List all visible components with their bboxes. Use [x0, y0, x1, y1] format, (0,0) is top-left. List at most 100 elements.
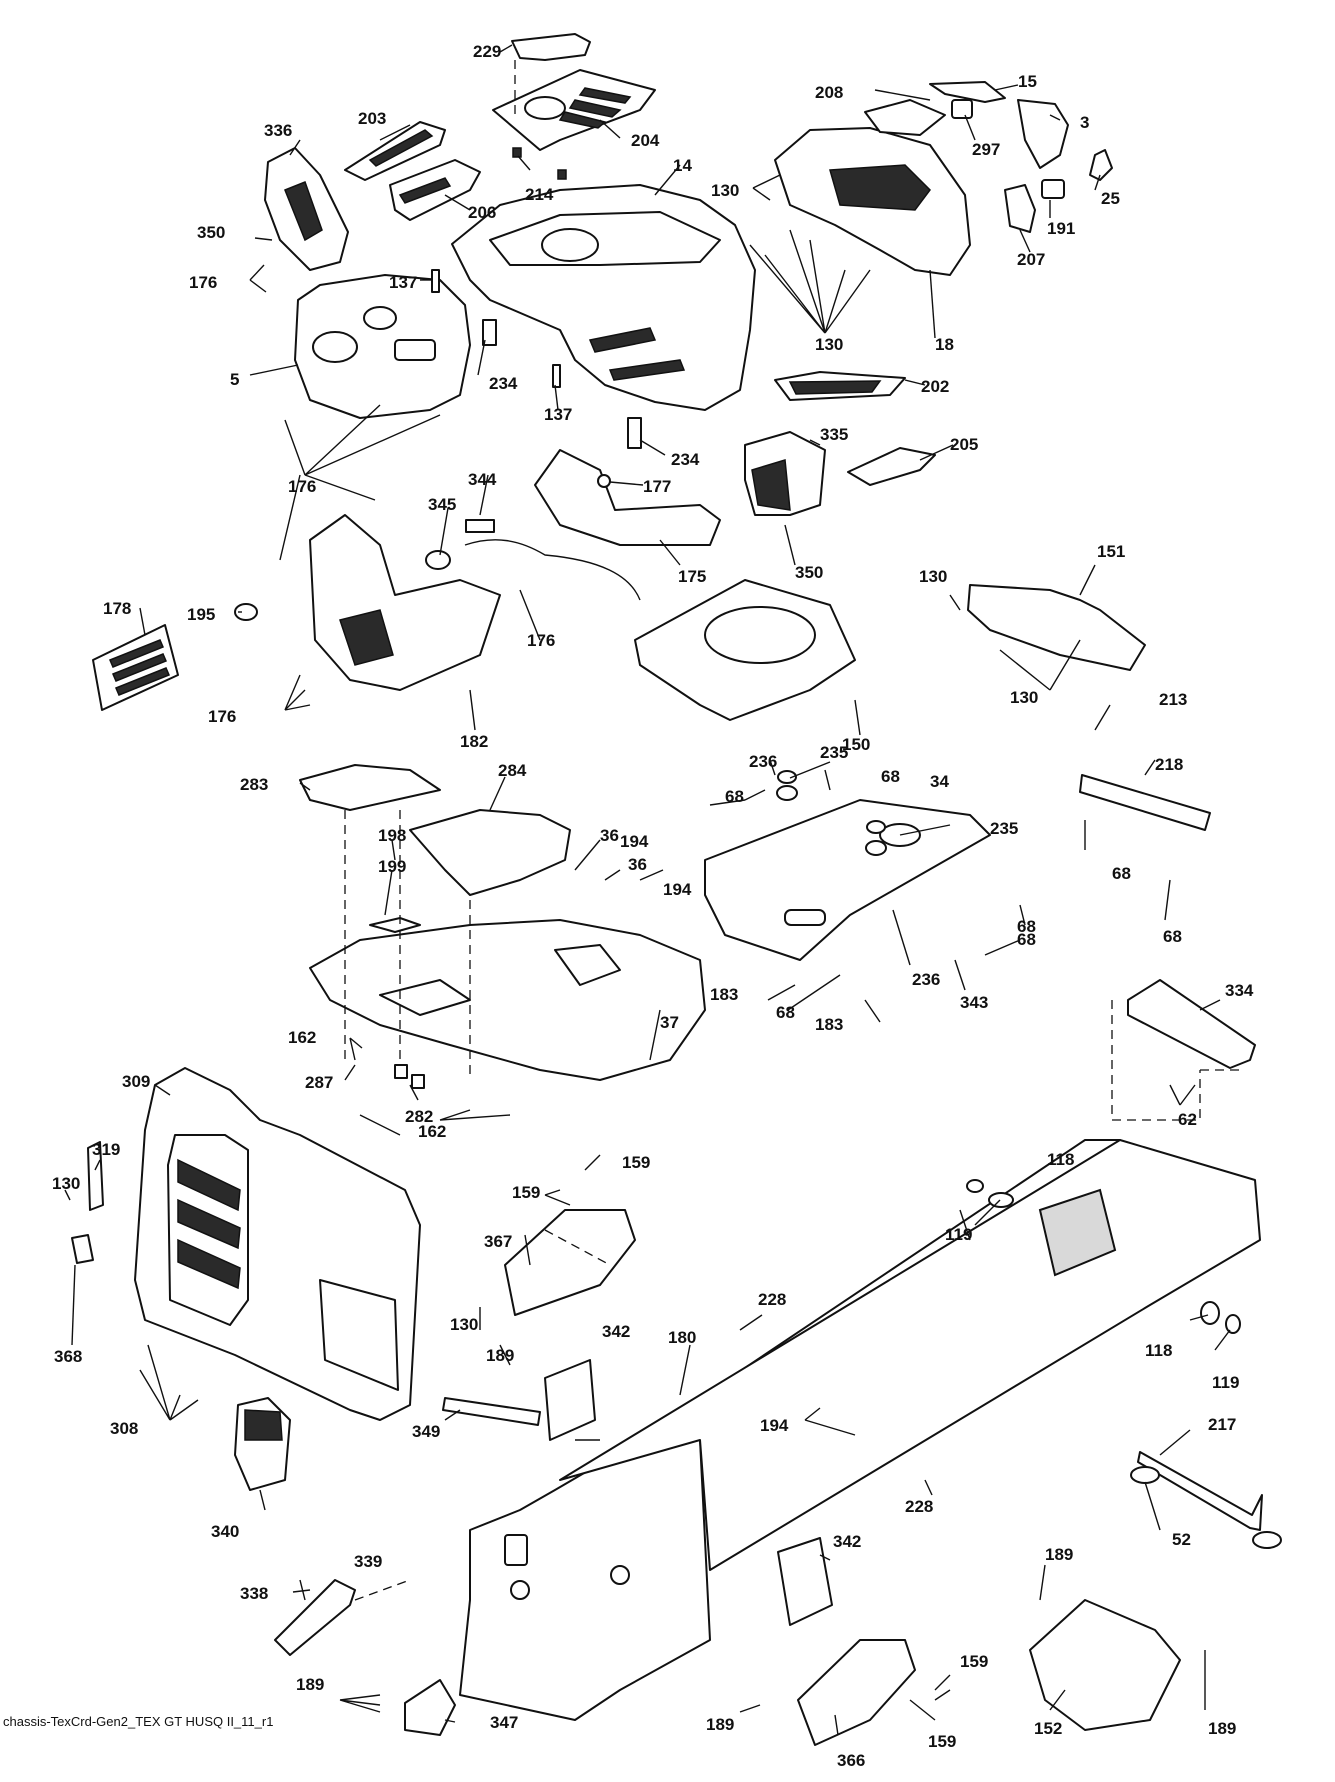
callout-204: 204 — [631, 131, 660, 150]
callouts: 229 204 214 14 336 203 206 350 137 176 5… — [52, 42, 1254, 1770]
part-37-footrest — [309, 919, 706, 1081]
callout-151: 151 — [1097, 542, 1125, 561]
callout-287: 287 — [305, 1073, 333, 1092]
callout-159-c: 159 — [960, 1652, 988, 1671]
part-347 — [404, 1679, 456, 1736]
leader-lines — [64, 44, 1245, 1736]
part-214-a — [512, 147, 522, 158]
callout-183-a: 183 — [710, 985, 738, 1004]
callout-189-a: 189 — [486, 1346, 514, 1365]
callout-68-218b: 68 — [1163, 927, 1182, 946]
part-283 — [299, 764, 441, 811]
callout-350-mid: 350 — [795, 563, 823, 582]
part-37-footrest-cut-b — [554, 944, 621, 986]
part-236-a — [776, 785, 798, 801]
callout-234-a: 234 — [489, 374, 518, 393]
callout-194-a: 194 — [620, 832, 649, 851]
part-367 — [504, 1209, 636, 1316]
part-14-hood-opening — [541, 228, 599, 262]
part-52-b — [1252, 1531, 1282, 1549]
part-151 — [967, 584, 1146, 671]
callout-178: 178 — [103, 599, 131, 618]
callout-228-a: 228 — [758, 1290, 786, 1309]
callout-189-e: 189 — [296, 1675, 324, 1694]
part-177 — [597, 474, 611, 488]
callout-162-a: 162 — [288, 1028, 316, 1047]
callout-14: 14 — [673, 156, 692, 175]
part-218 — [1079, 774, 1211, 831]
part-336-grille — [284, 181, 323, 242]
callout-62: 62 — [1178, 1110, 1197, 1129]
part-178-slots — [109, 639, 170, 696]
callout-236-a: 236 — [749, 752, 777, 771]
callout-25: 25 — [1101, 189, 1120, 208]
callout-203: 203 — [358, 109, 386, 128]
part-180-hole-a — [510, 1580, 530, 1600]
callout-15: 15 — [1018, 72, 1037, 91]
part-204-hole — [524, 96, 566, 120]
callout-36-b: 36 — [628, 855, 647, 874]
part-15 — [929, 81, 1006, 103]
part-345 — [425, 550, 451, 570]
callout-68-c: 68 — [1017, 917, 1036, 936]
callout-342-b: 342 — [833, 1532, 861, 1551]
part-282-b — [411, 1074, 425, 1089]
callout-176-b: 176 — [288, 477, 316, 496]
callout-159-a: 159 — [622, 1153, 650, 1172]
callout-350-top: 350 — [197, 223, 225, 242]
callout-343: 343 — [960, 993, 988, 1012]
part-180-slot — [504, 1534, 528, 1566]
part-309-grille — [177, 1158, 241, 1290]
part-5-dash-gauge — [312, 331, 358, 363]
callout-189-b: 189 — [1045, 1545, 1073, 1564]
part-207 — [1004, 184, 1036, 233]
callout-130-151a: 130 — [919, 567, 947, 586]
part-182 — [309, 514, 501, 691]
part-235-b — [866, 820, 886, 834]
callout-36-a: 36 — [600, 826, 619, 845]
callout-159-d: 159 — [928, 1732, 956, 1751]
callout-176-d: 176 — [208, 707, 236, 726]
part-229 — [511, 33, 591, 61]
part-37-footrest-cut-a — [379, 979, 471, 1016]
part-34-slot — [784, 909, 826, 926]
callout-194-b: 194 — [663, 880, 692, 899]
callout-68-a: 68 — [881, 767, 900, 786]
part-118-b — [1200, 1301, 1220, 1325]
part-14-hood-slot — [588, 327, 686, 381]
callout-207: 207 — [1017, 250, 1045, 269]
part-5-dash — [294, 274, 471, 419]
part-152 — [1029, 1599, 1181, 1731]
callout-119-a: 119 — [945, 1225, 972, 1244]
part-191 — [1041, 179, 1065, 199]
part-150-hole — [704, 606, 816, 664]
callout-335: 335 — [820, 425, 848, 444]
callout-228-b: 228 — [905, 1497, 933, 1516]
part-214-b — [557, 169, 567, 180]
callout-159-b: 159 — [512, 1183, 540, 1202]
callout-206: 206 — [468, 203, 496, 222]
callout-130-151b: 130 — [1010, 688, 1038, 707]
part-5-dash-knob — [363, 306, 397, 330]
part-319 — [87, 1141, 104, 1211]
part-234-a — [482, 319, 497, 346]
part-205 — [847, 447, 936, 486]
part-344-lever — [465, 519, 495, 533]
callout-189-d: 189 — [1208, 1719, 1236, 1738]
callout-183-b: 183 — [815, 1015, 843, 1034]
callout-118-b: 118 — [1145, 1341, 1172, 1360]
callout-5: 5 — [230, 370, 239, 389]
callout-195: 195 — [187, 605, 215, 624]
part-34-plate — [704, 799, 991, 961]
part-137-b — [552, 364, 561, 388]
part-118-a — [988, 1192, 1014, 1208]
callout-284: 284 — [498, 761, 527, 780]
callout-118-a: 118 — [1047, 1150, 1074, 1169]
callout-282: 282 — [405, 1107, 433, 1126]
callout-345: 345 — [428, 495, 456, 514]
callout-236-b: 236 — [912, 970, 940, 989]
callout-309: 309 — [122, 1072, 150, 1091]
callout-208: 208 — [815, 83, 843, 102]
callout-68-b: 68 — [725, 787, 744, 806]
